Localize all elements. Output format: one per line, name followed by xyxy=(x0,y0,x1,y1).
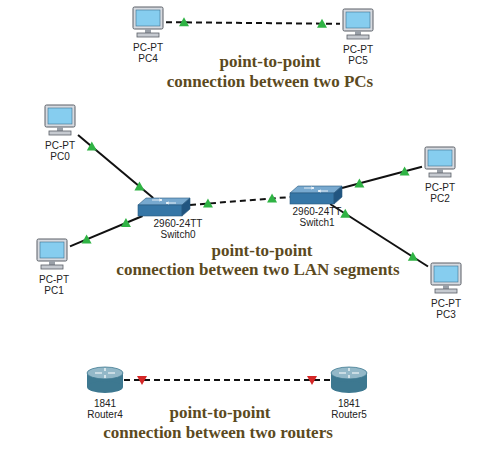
link-light xyxy=(354,178,364,187)
connection-caption: point-to-point xyxy=(169,403,270,422)
link-light xyxy=(137,376,147,385)
link-light xyxy=(87,142,97,151)
straight-cable xyxy=(330,204,428,267)
link-light xyxy=(267,193,277,202)
device-model: PC-PT xyxy=(39,274,69,285)
link-light xyxy=(179,17,189,26)
device-name: Router4 xyxy=(87,409,123,420)
device-name: PC5 xyxy=(348,55,367,66)
link-light xyxy=(340,209,350,218)
pc-node: PC-PTPC3 xyxy=(428,262,464,294)
straight-cable xyxy=(70,216,143,246)
pc-icon xyxy=(422,146,458,178)
router-node: 1841Router5 xyxy=(330,366,368,394)
connection-caption: connection between two PCs xyxy=(167,72,373,91)
pc-icon xyxy=(340,8,376,40)
device-model: 2960-24TT xyxy=(154,218,203,229)
crossover-cable xyxy=(124,379,330,381)
pc-node: PC-PTPC4 xyxy=(130,6,166,38)
device-model: PC-PT xyxy=(431,298,461,309)
router-node: 1841Router4 xyxy=(86,366,124,394)
connection-caption: point-to-point xyxy=(219,52,320,71)
pc-icon xyxy=(34,238,70,270)
pc-icon xyxy=(42,104,78,136)
device-model: PC-PT xyxy=(425,182,455,193)
link-light xyxy=(408,252,418,261)
device-model: PC-PT xyxy=(343,44,373,55)
pc-node: PC-PTPC5 xyxy=(340,8,376,40)
link-group xyxy=(78,135,153,198)
pc-icon xyxy=(428,262,464,294)
link-group xyxy=(342,166,422,188)
device-model: 1841 xyxy=(94,398,116,409)
link-light xyxy=(307,376,317,385)
device-model: 1841 xyxy=(338,398,360,409)
switch-icon xyxy=(138,198,190,216)
device-model: 2960-24TT xyxy=(293,206,342,217)
connection-caption: connection between two routers xyxy=(103,423,333,442)
link-light xyxy=(317,19,327,28)
link-light xyxy=(400,166,410,175)
straight-cable xyxy=(342,167,422,188)
link-light xyxy=(121,218,131,227)
crossover-cable xyxy=(166,22,340,24)
device-model: PC-PT xyxy=(133,42,163,53)
link-light xyxy=(82,234,92,243)
straight-cable xyxy=(78,135,153,198)
link-group xyxy=(166,17,340,27)
link-group xyxy=(70,216,143,246)
link-group xyxy=(124,376,330,385)
switch-icon xyxy=(290,186,342,204)
link-light xyxy=(203,199,213,208)
router-icon xyxy=(330,366,368,394)
link-light xyxy=(134,181,144,190)
switch-node: 2960-24TTSwitch1 xyxy=(290,186,342,204)
switch-node: 2960-24TTSwitch0 xyxy=(138,198,190,216)
pc-node: PC-PTPC0 xyxy=(42,104,78,136)
device-name: PC3 xyxy=(436,309,455,320)
connection-caption: point-to-point xyxy=(211,241,312,260)
device-name: PC2 xyxy=(430,193,449,204)
router-icon xyxy=(86,366,124,394)
device-name: PC1 xyxy=(44,285,63,296)
link-group xyxy=(330,204,428,267)
link-group xyxy=(190,193,290,207)
device-name: Switch0 xyxy=(160,229,195,240)
device-name: PC4 xyxy=(138,53,157,64)
pc-node: PC-PTPC2 xyxy=(422,146,458,178)
pc-icon xyxy=(130,6,166,38)
device-name: Switch1 xyxy=(299,217,334,228)
connection-caption: connection between two LAN segments xyxy=(116,260,399,279)
pc-node: PC-PTPC1 xyxy=(34,238,70,270)
device-name: Router5 xyxy=(331,409,367,420)
device-model: PC-PT xyxy=(45,140,75,151)
device-name: PC0 xyxy=(50,151,69,162)
